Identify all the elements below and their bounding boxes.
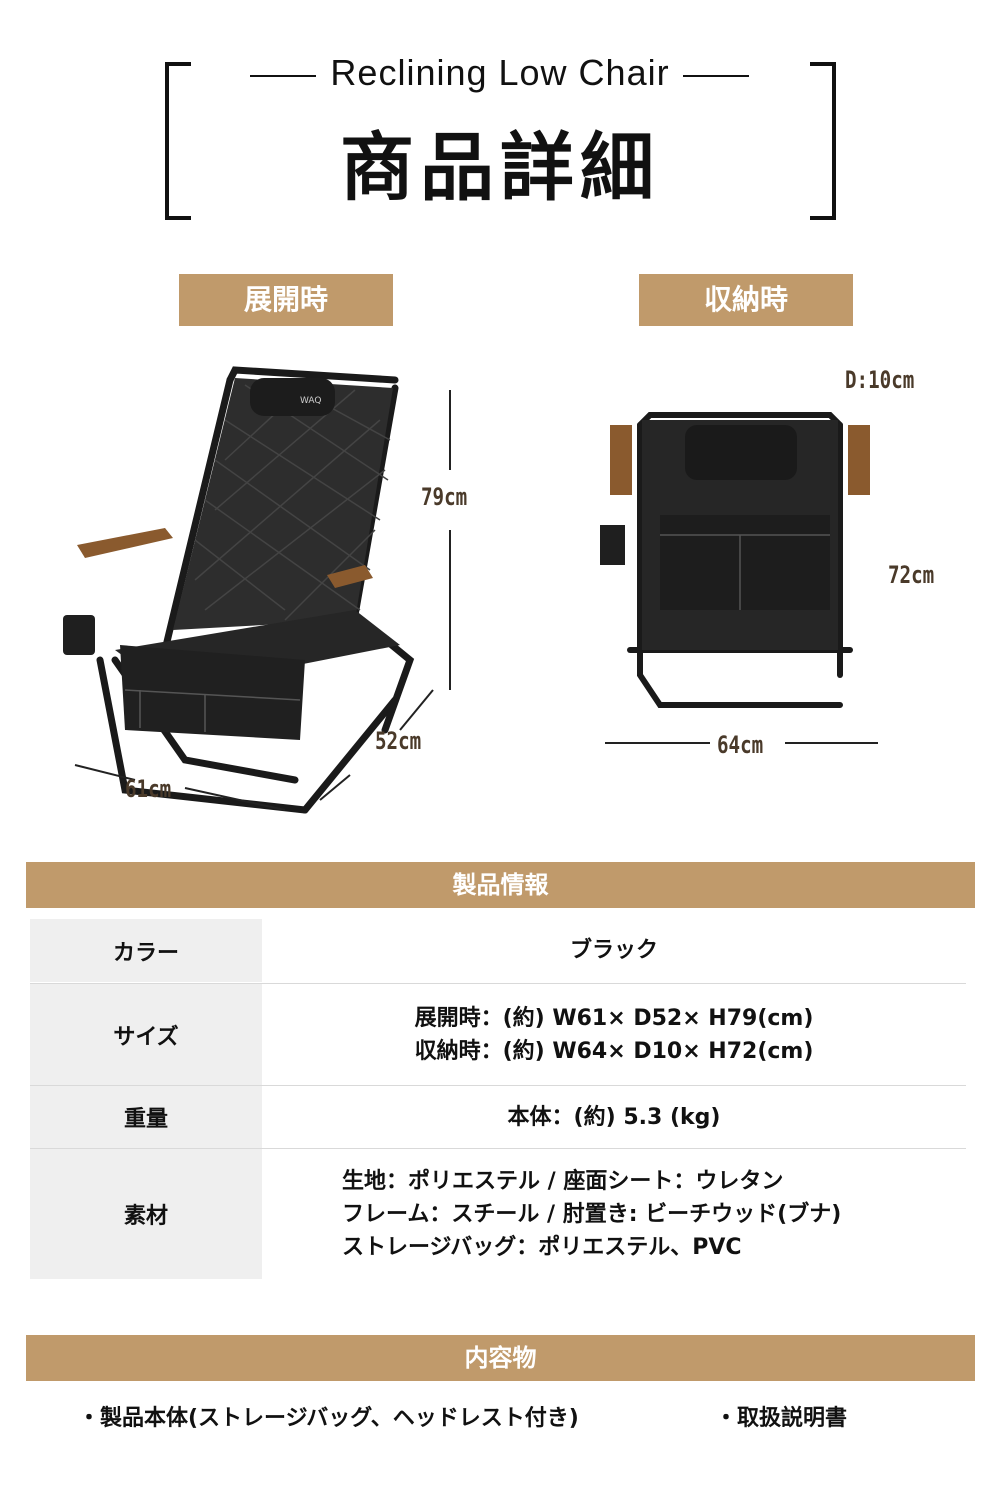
frame-back-left: [161, 376, 234, 654]
spec-line: 生地：ポリエステル / 座面シート：ウレタン: [342, 1168, 784, 1194]
left-armrest: [77, 528, 173, 558]
stored-height-label: 72cm: [888, 561, 935, 589]
spec-label: サイズ: [30, 984, 262, 1085]
open-width-label: 61cm: [125, 775, 172, 803]
spec-line: ブラック: [569, 938, 658, 963]
stored-width-label: 64cm: [717, 731, 764, 759]
headrest-pillow: [250, 378, 335, 416]
stored-depth-label: D:10cm: [845, 366, 915, 394]
row-divider: [30, 983, 966, 984]
spec-value: 本体：(約) 5.3 (kg): [262, 1086, 966, 1148]
spec-value: 展開時：(約) W61× D52× H79(cm) 収納時：(約) W64× D…: [262, 984, 966, 1085]
right-armrest: [327, 565, 373, 588]
spec-value: 生地：ポリエステル / 座面シート：ウレタン フレーム：スチール / 肘置き: …: [262, 1149, 966, 1279]
spec-line: 収納時：(約) W64× D10× H72(cm): [414, 1038, 814, 1064]
open-height-label: 79cm: [421, 483, 468, 511]
page-title: 商品詳細: [340, 125, 660, 211]
product-info-heading: 製品情報: [26, 862, 975, 908]
row-divider: [30, 1085, 966, 1086]
subtitle-rule-left: [250, 75, 316, 77]
spec-label: 重量: [30, 1086, 262, 1148]
spec-row-material: 素材 生地：ポリエステル / 座面シート：ウレタン フレーム：スチール / 肘置…: [30, 1149, 966, 1279]
open-chair-illustration: WAQ: [63, 366, 415, 814]
spec-label: 素材: [30, 1149, 262, 1279]
open-view-label: 展開時: [179, 274, 393, 326]
spec-label: カラー: [30, 919, 262, 982]
stored-left-armrest: [610, 425, 632, 495]
subtitle: Reclining Low Chair: [330, 52, 670, 93]
spec-row-size: サイズ 展開時：(約) W61× D52× H79(cm) 収納時：(約) W6…: [30, 984, 966, 1085]
stored-cup-holder: [600, 525, 625, 565]
open-depth-label: 52cm: [375, 727, 422, 755]
open-dimension-lines: [74, 390, 451, 811]
spec-line: 展開時：(約) W61× D52× H79(cm): [414, 1005, 814, 1031]
right-bracket: [810, 62, 836, 220]
contents-item-manual: ・取扱説明書: [715, 1406, 848, 1431]
spec-value: ブラック: [262, 919, 966, 982]
stored-view-label: 収納時: [639, 274, 853, 326]
headrest-logo: WAQ: [300, 396, 322, 406]
stored-chair-illustration: [600, 412, 870, 708]
subtitle-rule-right: [683, 75, 749, 77]
left-bracket: [165, 62, 191, 220]
stored-dimension-lines: [605, 742, 878, 744]
spec-line: 本体：(約) 5.3 (kg): [507, 1104, 721, 1130]
frame-base-front: [96, 656, 309, 814]
storage-bag: [120, 645, 305, 740]
contents-item-product: ・製品本体(ストレージバッグ、ヘッドレスト付き): [78, 1406, 579, 1431]
cup-holder: [63, 615, 95, 655]
stored-headrest: [685, 425, 797, 480]
contents-heading: 内容物: [26, 1335, 975, 1381]
stored-right-armrest: [848, 425, 870, 495]
spec-line: ストレージバッグ：ポリエステル、PVC: [342, 1234, 742, 1260]
spec-line: フレーム：スチール / 肘置き: ビーチウッド(ブナ): [342, 1201, 842, 1227]
spec-row-color: カラー ブラック: [30, 919, 966, 982]
stored-bag: [660, 515, 830, 610]
row-divider: [30, 1148, 966, 1149]
spec-row-weight: 重量 本体：(約) 5.3 (kg): [30, 1086, 966, 1148]
